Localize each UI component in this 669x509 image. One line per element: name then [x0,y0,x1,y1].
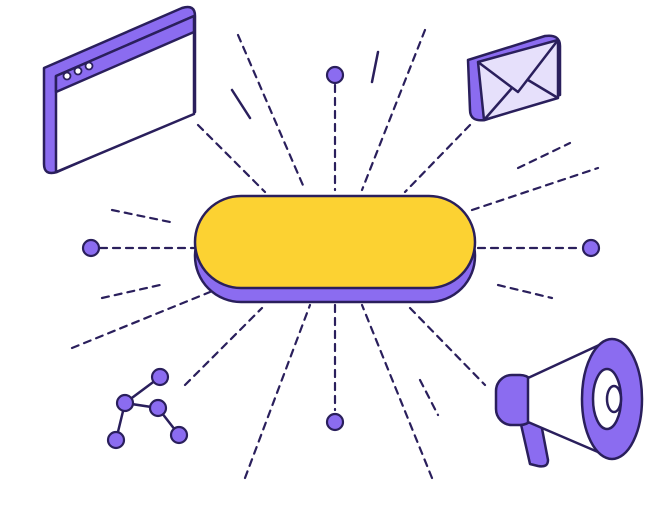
dot-right [581,238,601,258]
dot-top [325,65,345,85]
envelope-icon [466,34,562,122]
megaphone-icon [494,337,644,468]
pill-button[interactable] [193,194,477,304]
accent-strokes [230,50,380,120]
endpoint-dots [81,65,601,432]
browser-window-icon [42,5,197,175]
network-nodes-icon [106,367,189,450]
dashed-rays [70,28,600,480]
dot-left [81,238,101,258]
dot-bottom [325,412,345,432]
